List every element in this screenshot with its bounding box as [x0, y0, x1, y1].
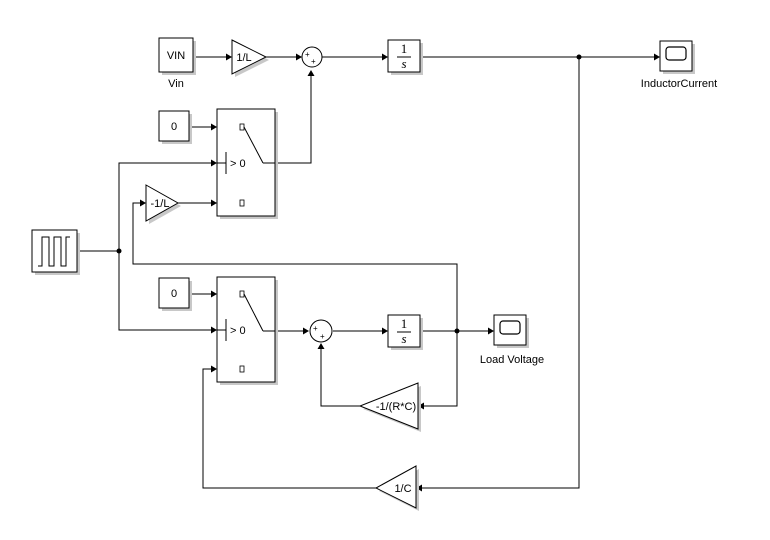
gain-inv-c-block[interactable]: 1/C: [374, 465, 419, 511]
sum-top-sign-a: +: [305, 50, 310, 59]
junction-inductor-current: [576, 54, 582, 60]
wire-voltage-to-neglgain[interactable]: [132, 202, 458, 331]
scope-icon: [665, 46, 687, 61]
const-bottom-text: 0: [171, 288, 177, 300]
integrator-bottom-num: 1: [401, 316, 408, 331]
scope-inductor-current[interactable]: [659, 40, 695, 74]
wire-switch-top-out[interactable]: [276, 76, 312, 164]
sum-bottom-sign-a: +: [313, 324, 318, 333]
gain-neg-inv-l-block[interactable]: -1/L: [145, 184, 181, 224]
switch-top-threshold: > 0: [230, 158, 246, 170]
gain-inv-l-text: 1/L: [236, 52, 251, 64]
gain-rc-text: -1/(R*C): [376, 401, 416, 413]
integrator-top-block[interactable]: 1 s: [387, 39, 423, 75]
vin-label: Vin: [168, 78, 184, 90]
wire-voltage-to-rcgain[interactable]: [424, 331, 458, 407]
sum-top-sign-b: +: [311, 57, 316, 66]
gain-neg-inv-l-text: -1/L: [151, 198, 170, 210]
vin-constant-block[interactable]: VIN: [158, 37, 196, 75]
scope-icon: [499, 320, 521, 335]
wire-rcgain-to-sum[interactable]: [320, 349, 360, 407]
gain-rc-block[interactable]: -1/(R*C): [358, 382, 421, 432]
signal-lines: [80, 53, 660, 492]
gain-inv-c-text: 1/C: [394, 483, 411, 495]
switch-top-block[interactable]: > 0: [216, 108, 278, 219]
sum-bottom-sign-b: +: [320, 332, 325, 341]
junction-pulse: [116, 248, 122, 254]
scope-inductor-label: InductorCurrent: [641, 78, 717, 90]
switch-bottom-block[interactable]: > 0: [216, 276, 278, 385]
scope-load-label: Load Voltage: [480, 354, 544, 366]
wire-feedback-current[interactable]: [422, 57, 580, 489]
scope-load-voltage[interactable]: [493, 314, 529, 348]
sum-bottom-block[interactable]: + +: [309, 319, 333, 343]
pulse-generator-block[interactable]: [31, 229, 80, 275]
wire-pulse-to-switch-bottom[interactable]: [118, 251, 211, 331]
const-top-text: 0: [171, 121, 177, 133]
integrator-bottom-den: s: [401, 331, 406, 346]
const-top-block[interactable]: 0: [158, 110, 192, 144]
sum-top-block[interactable]: + +: [301, 46, 323, 68]
switch-bottom-threshold: > 0: [230, 325, 246, 337]
gain-inv-l-block[interactable]: 1/L: [231, 39, 269, 77]
wire-invc-to-switch[interactable]: [202, 368, 376, 489]
integrator-top-num: 1: [401, 41, 408, 56]
wire-pulse-to-switch-top[interactable]: [118, 162, 211, 251]
integrator-top-den: s: [401, 56, 406, 71]
pulse-generator-icon: [38, 236, 70, 267]
vin-constant-text: VIN: [167, 50, 185, 62]
const-bottom-block[interactable]: 0: [158, 277, 192, 311]
junction-load-voltage: [454, 328, 460, 334]
integrator-bottom-block[interactable]: 1 s: [387, 314, 423, 350]
